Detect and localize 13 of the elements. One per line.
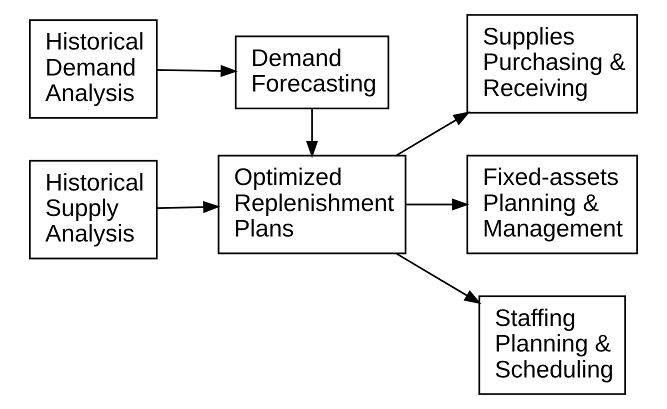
- arrow: [396, 111, 470, 156]
- node-box: Historical Supply Analysis: [29, 160, 158, 260]
- node-box: Fixed-assets Planning & Management: [466, 154, 638, 254]
- node-box: Optimized Replenishment Plans: [218, 154, 406, 254]
- arrow: [157, 64, 238, 77]
- arrow: [396, 252, 482, 304]
- node-box: Staffing Planning & Scheduling: [478, 295, 626, 395]
- arrow: [157, 201, 220, 214]
- arrow: [306, 108, 318, 158]
- arrow: [406, 198, 470, 211]
- node-box: Historical Demand Analysis: [29, 19, 158, 119]
- node-box: Demand Forecasting: [234, 36, 390, 110]
- node-box: Supplies Purchasing & Receiving: [466, 14, 638, 114]
